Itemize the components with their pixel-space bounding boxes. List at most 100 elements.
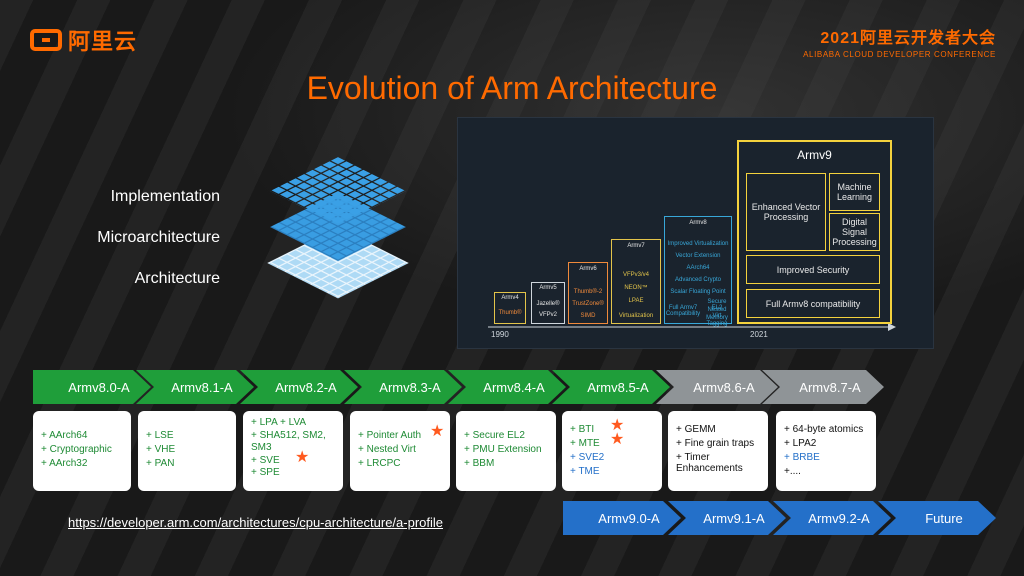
feature-item: + VHE: [146, 444, 176, 455]
feature-item: + BTI: [570, 424, 595, 435]
conference-branding: 2021阿里云开发者大会 ALIBABA CLOUD DEVELOPER CON…: [803, 24, 996, 59]
feature-item: + AArch32: [41, 458, 88, 469]
feature-item: +....: [784, 466, 801, 477]
arrow-armv8-7-a: Armv8.7-A: [762, 370, 884, 404]
year-start: 1990: [491, 330, 509, 339]
star-icon: ★: [610, 431, 625, 448]
conference-subtitle: ALIBABA CLOUD DEVELOPER CONFERENCE: [803, 50, 996, 59]
feature-item: + LSE: [146, 430, 174, 441]
feature-item: + LPA2: [784, 438, 817, 449]
feature-item: + SVE: [251, 454, 280, 466]
features-armv8-4: + Secure EL2 + PMU Extension + BBM: [456, 411, 556, 491]
armv8-item-4: Advanced Crypto: [674, 277, 722, 283]
feature-item: + 64-byte atomics: [784, 424, 864, 435]
feature-item: + GEMM: [676, 424, 716, 435]
armv6-box: Armv6 Thumb®-2 TrustZone® SIMD: [568, 262, 608, 324]
feature-item: + SVE2: [570, 452, 605, 463]
feature-item: + Pointer Auth: [358, 430, 422, 441]
armv6-item-1: Thumb®-2: [573, 289, 603, 295]
arrow-armv8-0-a: Armv8.0-A: [33, 370, 151, 404]
features-armv8-3: + Pointer Auth ★ + Nested Virt + LRCPC: [350, 411, 450, 491]
armv8-item-3: AArch64: [686, 265, 710, 271]
armv8-item-1: Improved Virtualization: [667, 241, 729, 247]
armv5-box: Armv5 Jazelle® VFPv2: [531, 282, 565, 324]
armv5-label: Armv5: [539, 285, 557, 291]
arrow-armv8-4-a: Armv8.4-A: [448, 370, 566, 404]
feature-item: + BRBE: [784, 452, 820, 463]
feature-item-with-star: + Pointer Auth ★: [358, 424, 444, 443]
layer-stack-graphic: [267, 157, 409, 299]
armv6-item-3: SIMD: [580, 313, 596, 319]
arrow-armv9-2-a: Armv9.2-A: [773, 501, 891, 535]
arrow-armv8-5-a: Armv8.5-A: [552, 370, 670, 404]
arrow-armv9-0-a: Armv9.0-A: [563, 501, 681, 535]
armv4-box: Armv4 Thumb®: [494, 292, 526, 324]
star-icon: ★: [610, 417, 625, 434]
armv9-enhanced-vector: Enhanced Vector Processing: [746, 173, 826, 251]
feature-item: + SHA512, SM2,: [251, 429, 326, 441]
armv7-item-2: NEON™: [624, 285, 648, 291]
alibaba-cloud-logo: 阿里云: [30, 24, 137, 56]
arrow-armv8-6-a: Armv8.6-A: [656, 370, 778, 404]
feature-item-with-star: + SVE ★: [251, 448, 337, 468]
feature-item: + TME: [570, 466, 600, 477]
armv7-item-1: VFPv3/v4: [622, 272, 649, 278]
armv8-item-5: Scalar Floating Point: [670, 289, 726, 295]
features-armv8-7: + 64-byte atomics + LPA2 + BRBE +....: [776, 411, 876, 491]
conference-title: 2021阿里云开发者大会: [820, 30, 996, 47]
armv5-item-1: Jazelle®: [536, 301, 560, 307]
feature-item-with-star: + BTI ★: [570, 418, 656, 437]
feature-item: + PAN: [146, 458, 175, 469]
armv6-item-2: TrustZone®: [572, 301, 604, 307]
armv8-item-7: Secure EL2: [707, 299, 727, 311]
star-icon: ★: [295, 448, 310, 466]
features-armv8-1: + LSE + VHE + PAN: [138, 411, 236, 491]
armv9-full-armv8-compat: Full Armv8 compatibility: [746, 289, 880, 318]
arrow-armv8-2-a: Armv8.2-A: [240, 370, 358, 404]
armv9-improved-security: Improved Security: [746, 255, 880, 284]
feature-item: + Fine grain traps: [676, 438, 755, 449]
armv7-box: Armv7 VFPv3/v4 NEON™ LPAE Virtualization: [611, 239, 661, 324]
layer-label-microarchitecture: Microarchitecture: [97, 229, 220, 246]
armv9-dsp: Digital Signal Processing: [829, 213, 880, 251]
arrow-future: Future: [878, 501, 996, 535]
feature-item: + LRCPC: [358, 458, 401, 469]
feature-item: + LPA + LVA: [251, 417, 307, 428]
slide-title: Evolution of Arm Architecture: [306, 70, 718, 106]
armv8-label: Armv8: [689, 220, 707, 226]
layer-label-implementation: Implementation: [110, 188, 220, 205]
feature-item-with-star: + MTE ★: [570, 432, 656, 451]
year-end: 2021: [750, 330, 768, 339]
armv4-item: Thumb®: [498, 310, 522, 316]
armv9-label: Armv9: [797, 148, 832, 162]
star-icon: ★: [430, 423, 445, 440]
armv8-item-6: Full Armv7 Compatibility: [665, 305, 701, 317]
feature-item: + BBM: [464, 458, 495, 469]
feature-item: Enhancements: [676, 463, 743, 474]
arrow-armv9-1-a: Armv9.1-A: [668, 501, 786, 535]
armv8-box: Armv8 Improved Virtualization Vector Ext…: [664, 216, 732, 327]
armv6-label: Armv6: [579, 266, 597, 272]
feature-item: + AArch64: [41, 430, 88, 441]
features-armv8-0: + AArch64 + Cryptographic + AArch32: [33, 411, 131, 491]
armv9-machine-learning: Machine Learning: [829, 173, 880, 211]
feature-item: + Timer: [676, 452, 710, 463]
feature-item: + MTE: [570, 438, 600, 449]
feature-item: SM3: [251, 442, 272, 453]
feature-item: + Cryptographic: [41, 444, 112, 455]
features-armv8-2: + LPA + LVA + SHA512, SM2, SM3 + SVE ★ + …: [243, 411, 343, 491]
arrow-armv8-1-a: Armv8.1-A: [136, 370, 254, 404]
feature-item: + SPE: [251, 467, 280, 478]
armv7-item-4: Virtualization: [618, 313, 654, 319]
implementation-layer: [270, 157, 406, 225]
reference-link[interactable]: https://developer.arm.com/architectures/…: [68, 515, 444, 530]
logo-text: 阿里云: [68, 29, 138, 54]
evolution-axis: [488, 323, 896, 331]
features-armv8-5: + BTI ★ + MTE ★ + SVE2 + TME: [562, 411, 662, 491]
arrow-armv8-3-a: Armv8.3-A: [344, 370, 462, 404]
armv4-label: Armv4: [501, 295, 519, 301]
feature-item: + Nested Virt: [358, 444, 416, 455]
armv9-box: Armv9 Enhanced Vector Processing Machine…: [737, 140, 892, 324]
alibaba-cloud-logo-icon: [30, 29, 62, 51]
armv5-item-2: VFPv2: [538, 312, 557, 318]
